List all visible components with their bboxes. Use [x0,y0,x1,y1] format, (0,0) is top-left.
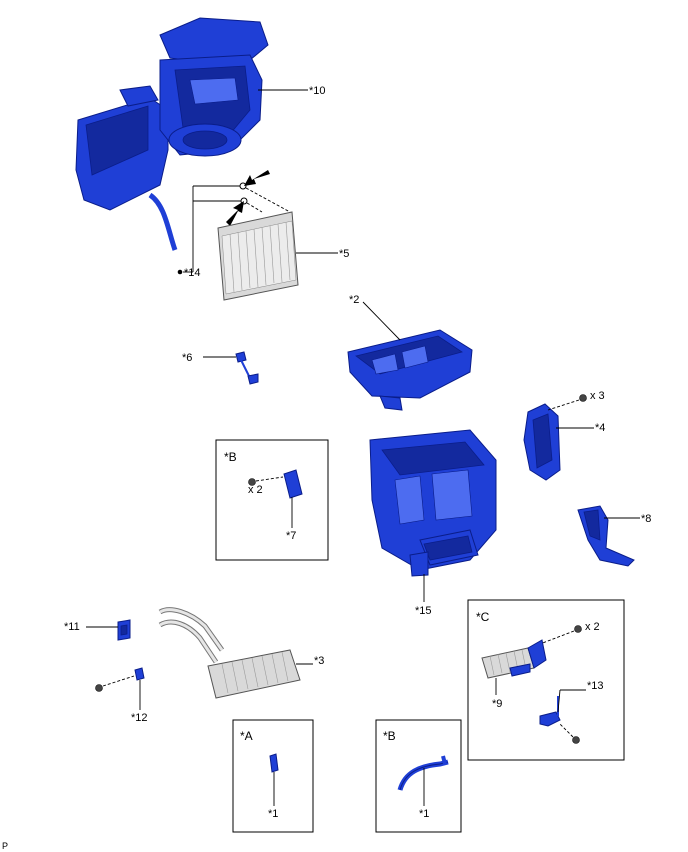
label-part-3: *3 [314,655,324,667]
detail-box-b-second [375,719,462,833]
duct-part-8 [577,505,635,567]
label-part-10: *10 [309,85,326,97]
screw-box-c-upper [539,625,582,645]
label-part-1-box-b: *1 [419,808,429,820]
part-7 [283,469,303,499]
label-part-14: *14 [184,267,201,279]
label-part-12: *12 [131,712,148,724]
evaporator [217,211,299,301]
label-part-1-box-a: *1 [268,808,278,820]
sensor-part-6 [235,351,259,385]
heater-radiator [158,607,301,699]
label-part-6: *6 [182,352,192,364]
box-c-title: *C [476,610,490,624]
corner-mark: P [2,841,8,851]
detail-box-b [215,439,329,561]
label-part-5: *5 [339,248,349,260]
screw-part-4 [547,394,587,411]
detail-box-a [232,719,314,833]
arrow-lower-icon [226,201,244,226]
part-4-bracket [523,403,561,481]
label-qty-x2-box-b: x 2 [248,484,263,496]
label-part-7: *7 [286,530,296,542]
heater-blower-assembly [75,17,269,251]
label-part-15: *15 [415,605,432,617]
label-part-9: *9 [492,698,502,710]
box-b-title: *B [224,450,237,464]
box-b-second-title: *B [383,729,396,743]
air-conditioning-case-lower [369,429,497,577]
bullet-dot-icon [177,269,183,275]
o-ring-group [192,170,291,272]
label-part-13: *13 [587,680,604,692]
label-part-11: *11 [64,621,80,633]
bracket-part-13 [539,696,561,727]
box-a-title: *A [240,729,253,743]
label-part-2: *2 [349,294,359,306]
air-conditioning-case-upper [347,329,473,411]
screw-part-12 [95,675,135,692]
pipe-part-1-b [397,755,449,791]
label-part-4: *4 [595,422,605,434]
detail-box-c [467,599,625,761]
label-qty-x2-box-c: x 2 [585,621,600,633]
label-part-8: *8 [641,513,651,525]
sub-heater-part-9 [481,639,547,679]
arrow-upper-icon [244,170,270,186]
o-ring-upper [239,182,247,190]
label-qty-x3: x 3 [590,390,605,402]
pipe-part-1-a [269,753,279,773]
clip-part-11 [117,619,131,641]
screw-part-7 [248,476,284,486]
clip-part-12 [134,667,145,681]
screw-box-c-lower [559,723,580,744]
